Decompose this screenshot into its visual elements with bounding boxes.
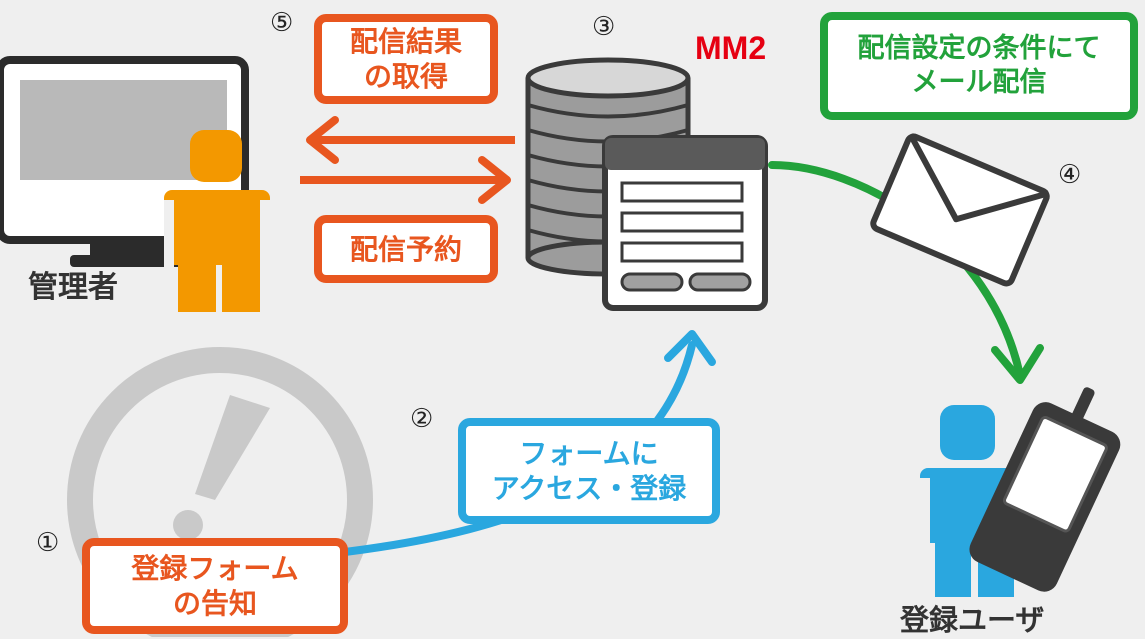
admin-person-icon bbox=[164, 130, 270, 312]
step-1: ① bbox=[36, 528, 60, 558]
box-reserve-label: 配信予約 bbox=[349, 232, 462, 266]
admin-label: 管理者 bbox=[28, 270, 118, 305]
user-label: 登録ユーザ bbox=[900, 603, 1045, 637]
arrow-results bbox=[306, 116, 515, 164]
box-condition: 配信設定の条件にて メール配信 bbox=[820, 12, 1138, 120]
box-notice-line-2: の告知 bbox=[172, 587, 257, 620]
box-access-line-1: フォームに bbox=[519, 437, 659, 470]
box-notice: 登録フォーム の告知 bbox=[82, 538, 348, 634]
step-3: ③ bbox=[592, 12, 616, 42]
box-results-line-1: 配信結果 bbox=[349, 25, 462, 58]
box-access: フォームに アクセス・登録 bbox=[458, 418, 720, 524]
box-results: 配信結果 の取得 bbox=[314, 14, 498, 104]
envelope-icon bbox=[870, 133, 1050, 287]
box-notice-line-1: 登録フォーム bbox=[131, 552, 299, 585]
exclamation-icon bbox=[67, 347, 373, 637]
system-label: MM2 bbox=[695, 30, 767, 66]
mobile-phone-icon bbox=[969, 387, 1121, 592]
step-4: ④ bbox=[1058, 160, 1082, 190]
box-access-line-2: アクセス・登録 bbox=[491, 472, 687, 505]
box-condition-line-1: 配信設定の条件にて bbox=[857, 33, 1101, 65]
arrow-reserve bbox=[300, 156, 511, 204]
step-5: ⑤ bbox=[270, 8, 294, 38]
box-condition-line-2: メール配信 bbox=[911, 67, 1047, 98]
box-results-line-2: の取得 bbox=[363, 60, 448, 93]
step-2: ② bbox=[410, 404, 434, 434]
box-reserve: 配信予約 bbox=[314, 215, 498, 283]
form-window-icon bbox=[602, 135, 768, 311]
